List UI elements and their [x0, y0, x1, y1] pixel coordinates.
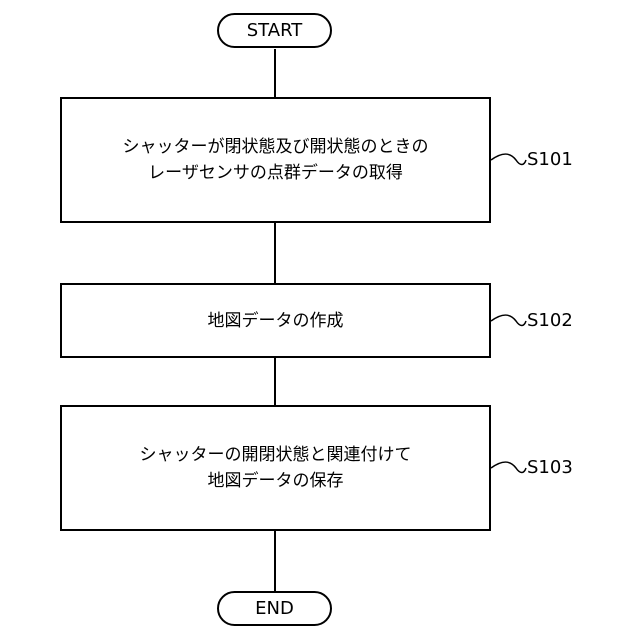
leader-s103: [491, 462, 526, 473]
end-label: END: [255, 598, 294, 619]
process-box-s102: 地図データの作成: [60, 283, 491, 358]
process-s103-line-1: シャッターの開閉状態と関連付けて: [140, 442, 412, 468]
process-s103-line-2: 地図データの保存: [208, 468, 344, 494]
start-terminal: START: [217, 13, 332, 48]
start-label: START: [247, 20, 303, 41]
end-terminal: END: [217, 591, 332, 626]
process-box-s101: シャッターが閉状態及び開状態のときの レーザセンサの点群データの取得: [60, 97, 491, 223]
step-label-s101: S101: [527, 150, 573, 170]
leader-s102: [491, 315, 526, 326]
process-s101-line-2: レーザセンサの点群データの取得: [148, 160, 403, 186]
process-s102-line-1: 地図データの作成: [208, 308, 344, 334]
step-label-s103: S103: [527, 458, 573, 478]
process-s101-line-1: シャッターが閉状態及び開状態のときの: [123, 134, 429, 160]
step-label-s102: S102: [527, 311, 573, 331]
process-box-s103: シャッターの開閉状態と関連付けて 地図データの保存: [60, 405, 491, 531]
leader-s101: [491, 154, 526, 165]
